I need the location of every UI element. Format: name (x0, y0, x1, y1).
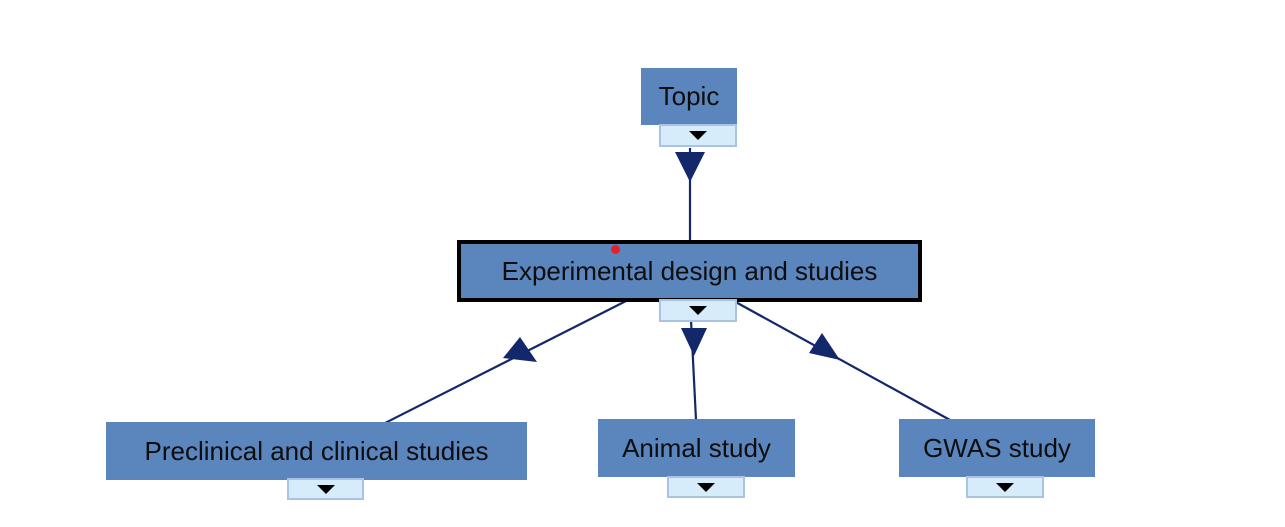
node-preclinical-label: Preclinical and clinical studies (144, 435, 489, 466)
node-topic[interactable]: Topic (641, 68, 737, 125)
edge-arrow-experimental-gwas (809, 333, 840, 360)
node-preclinical[interactable]: Preclinical and clinical studies (106, 422, 527, 480)
edge-arrow-experimental-preclinical (503, 337, 537, 362)
cursor-marker (611, 245, 620, 254)
toggle-animal-study[interactable] (667, 476, 745, 498)
edge-arrow-experimental-animal (681, 328, 707, 356)
caret-down-icon (689, 306, 707, 315)
edge-arrow-topic-experimental (675, 152, 705, 182)
node-animal-study-label: Animal study (622, 432, 771, 463)
node-animal-study[interactable]: Animal study (598, 419, 795, 477)
caret-down-icon (689, 131, 707, 140)
node-experimental-design-label: Experimental design and studies (501, 255, 878, 286)
caret-down-icon (996, 482, 1014, 492)
node-topic-label: Topic (658, 81, 720, 111)
node-gwas-study[interactable]: GWAS study (899, 419, 1095, 477)
caret-down-icon (697, 482, 715, 492)
node-experimental-design[interactable]: Experimental design and studies (457, 240, 922, 302)
node-gwas-study-label: GWAS study (923, 432, 1071, 463)
caret-down-icon (316, 484, 335, 494)
toggle-gwas-study[interactable] (966, 476, 1044, 498)
toggle-experimental-design[interactable] (659, 299, 737, 322)
toggle-topic[interactable] (659, 124, 737, 147)
edge-line-experimental-gwas (731, 299, 951, 421)
toggle-preclinical[interactable] (287, 478, 364, 500)
